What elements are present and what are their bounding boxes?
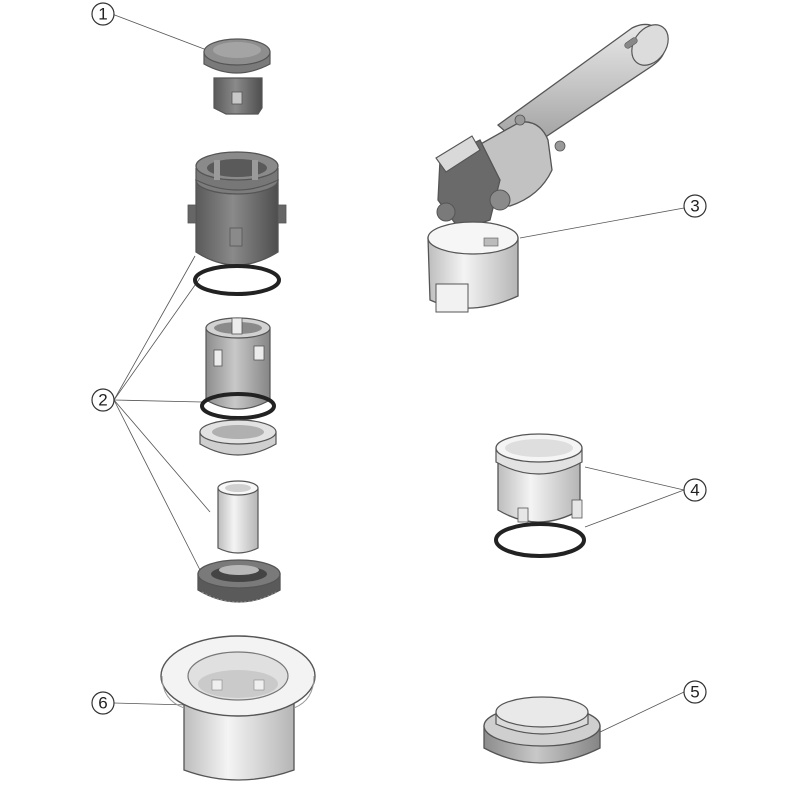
callout-1: 1 xyxy=(91,2,115,26)
part-2-o-ring-middle xyxy=(200,392,276,420)
part-2-threaded-ring xyxy=(197,559,281,603)
part-2-white-tube xyxy=(217,480,259,554)
part-1-cap xyxy=(203,38,271,115)
callout-1-label: 1 xyxy=(98,5,107,24)
callout-5-label: 5 xyxy=(690,683,699,702)
leader-1 xyxy=(111,13,213,53)
leader-4b xyxy=(584,489,685,528)
leader-2e xyxy=(113,399,201,571)
leader-2b xyxy=(113,277,201,401)
callout-2-label: 2 xyxy=(98,391,107,410)
callout-3-label: 3 xyxy=(690,197,699,216)
callout-4-label: 4 xyxy=(690,481,699,500)
part-4-o-ring xyxy=(494,522,586,558)
leader-lines xyxy=(111,13,685,734)
leader-3 xyxy=(519,207,685,239)
part-2-cage xyxy=(205,317,271,410)
callout-6-label: 6 xyxy=(98,694,107,713)
callout-3: 3 xyxy=(683,194,707,218)
callout-6: 6 xyxy=(91,691,115,715)
leader-2c xyxy=(113,399,203,403)
part-3-pole-nozzle xyxy=(427,23,669,313)
callout-5: 5 xyxy=(683,680,707,704)
leader-2a xyxy=(113,255,196,401)
part-2-o-ring-upper xyxy=(193,264,281,296)
callout-2: 2 xyxy=(91,388,115,412)
part-2-cage-base xyxy=(199,419,277,456)
leader-5 xyxy=(597,691,685,734)
callout-4: 4 xyxy=(683,478,707,502)
leader-2d xyxy=(113,399,211,513)
leader-6 xyxy=(113,702,189,706)
part-2-housing xyxy=(187,151,287,266)
part-5-ring-cap xyxy=(483,696,601,764)
part-6-flange-sleeve xyxy=(160,635,316,781)
part-4-cap xyxy=(495,433,583,523)
leader-4a xyxy=(584,466,685,491)
